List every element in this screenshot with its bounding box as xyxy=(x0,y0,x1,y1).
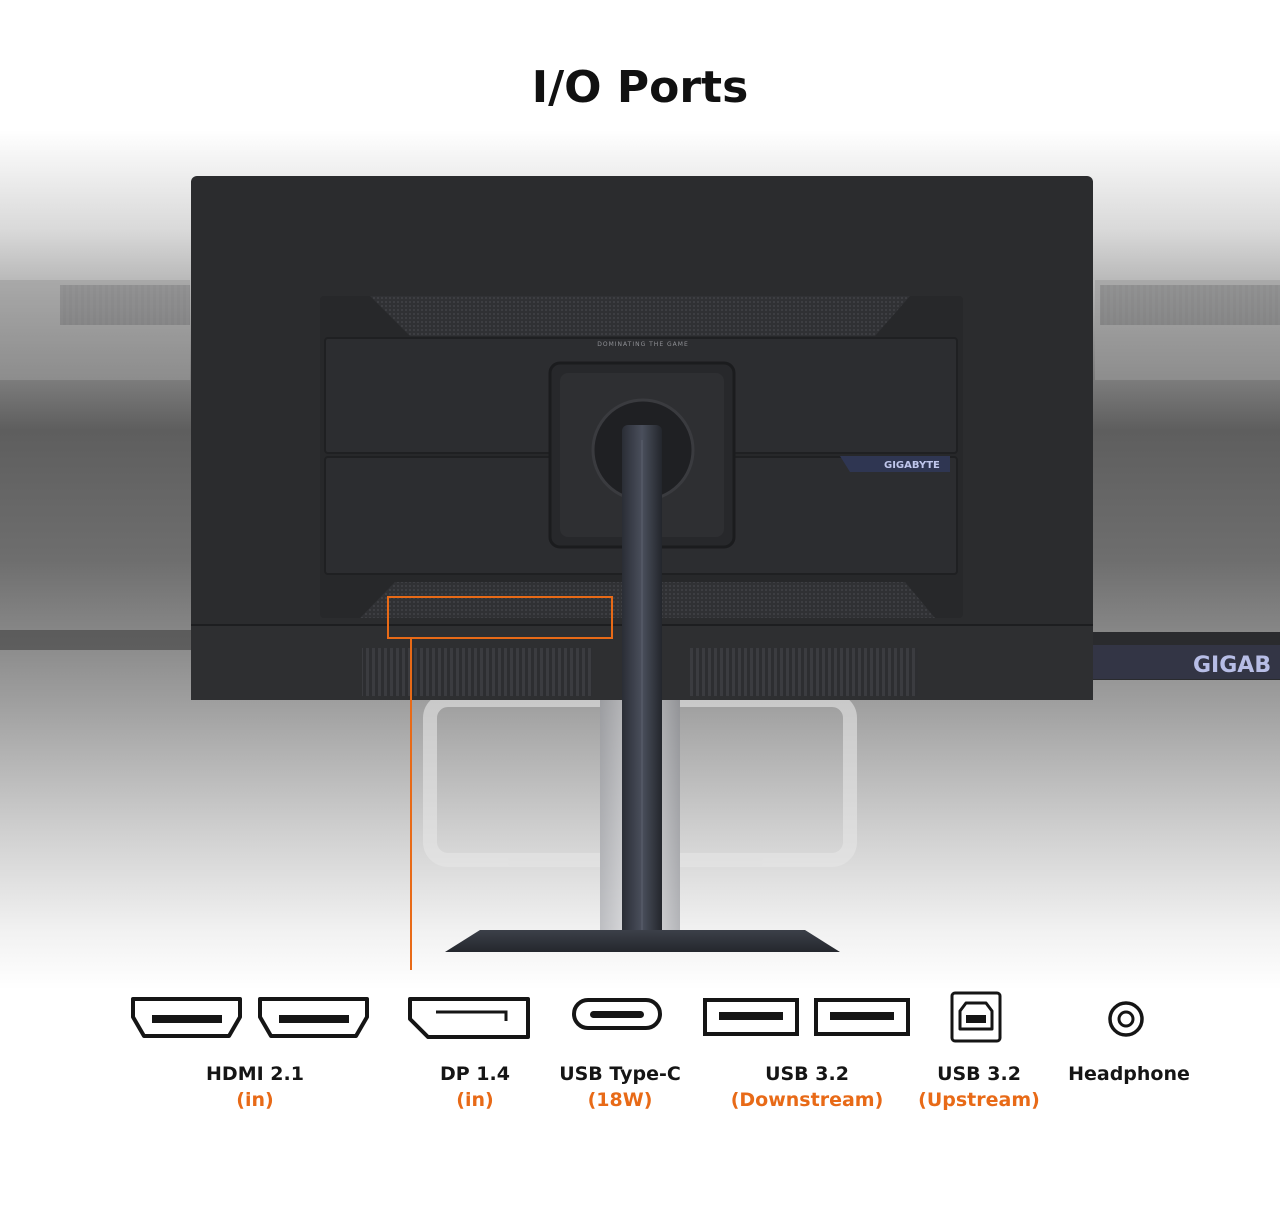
io-ports-highlight-box xyxy=(387,596,613,639)
port-label-headphone: Headphone xyxy=(1054,1061,1204,1087)
port-name: USB 3.2 xyxy=(765,1063,849,1085)
usb-a-port-icon xyxy=(814,998,910,1036)
port-name: USB 3.2 xyxy=(937,1063,1021,1085)
port-name: DP 1.4 xyxy=(440,1063,510,1085)
port-detail: (18W) xyxy=(587,1089,653,1111)
port-name: HDMI 2.1 xyxy=(206,1063,304,1085)
port-icons-row xyxy=(131,991,1144,1043)
port-name: Headphone xyxy=(1068,1063,1190,1085)
brand-logo-large: GIGAB xyxy=(1193,653,1271,678)
displayport-icon xyxy=(408,997,530,1039)
usb-b-port-icon xyxy=(950,991,1002,1043)
page-title: I/O Ports xyxy=(531,62,749,113)
port-label-usb-downstream: USB 3.2 (Downstream) xyxy=(722,1061,892,1113)
tagline-text: DOMINATING THE GAME xyxy=(597,341,689,348)
port-label-dp: DP 1.4 (in) xyxy=(400,1061,550,1113)
port-label-usb-c: USB Type-C (18W) xyxy=(545,1061,695,1113)
monitor-back-illustration: GIGAB DOMINATING THE GAME GIGABYTE xyxy=(0,176,1280,970)
vent-left xyxy=(362,648,592,696)
stand-base xyxy=(445,930,840,952)
headphone-jack-icon xyxy=(1108,1001,1144,1037)
port-detail: (Downstream) xyxy=(730,1089,884,1111)
port-name: USB Type-C xyxy=(559,1063,681,1085)
background-monitor-right xyxy=(1095,280,1280,380)
background-monitor-left xyxy=(0,280,195,650)
port-detail: (Upstream) xyxy=(918,1089,1040,1111)
port-detail: (in) xyxy=(456,1089,494,1111)
brand-logo-small: GIGABYTE xyxy=(884,460,940,471)
usb-type-c-icon xyxy=(572,998,662,1030)
hdmi-port-icon xyxy=(131,997,242,1038)
port-detail: (in) xyxy=(236,1089,274,1111)
port-label-usb-upstream: USB 3.2 (Upstream) xyxy=(899,1061,1059,1113)
usb-a-port-icon xyxy=(703,998,799,1036)
port-label-hdmi: HDMI 2.1 (in) xyxy=(180,1061,330,1113)
hdmi-port-icon xyxy=(258,997,369,1038)
vent-right xyxy=(690,648,918,696)
